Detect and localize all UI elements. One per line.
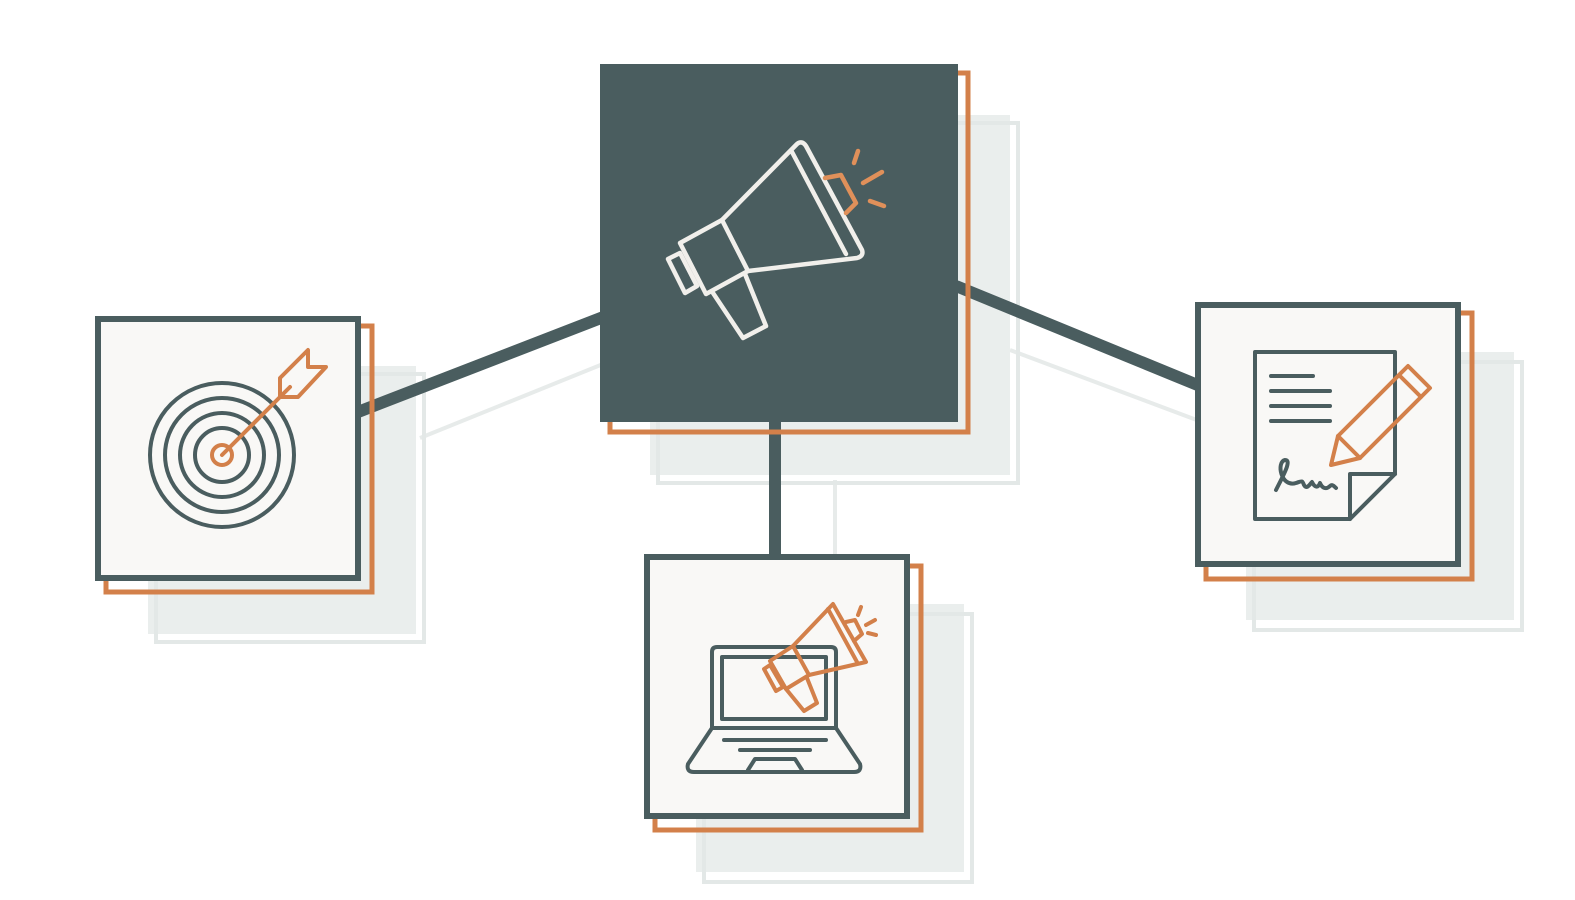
connector-lines (355, 280, 1203, 560)
laptop-with-megaphone-icon (685, 602, 878, 774)
connector-center-right (953, 280, 1203, 392)
node-bottom (644, 554, 924, 833)
target-with-arrow-icon (148, 348, 328, 529)
node-left (95, 316, 375, 595)
connector-center-left (355, 310, 609, 418)
megaphone-icon (665, 140, 887, 341)
node-right-card (1195, 302, 1461, 567)
node-center-card (600, 64, 958, 422)
node-bottom-card (644, 554, 910, 819)
node-right (1195, 302, 1475, 582)
signed-document-with-pencil-icon (1253, 350, 1432, 521)
node-center (600, 64, 971, 435)
